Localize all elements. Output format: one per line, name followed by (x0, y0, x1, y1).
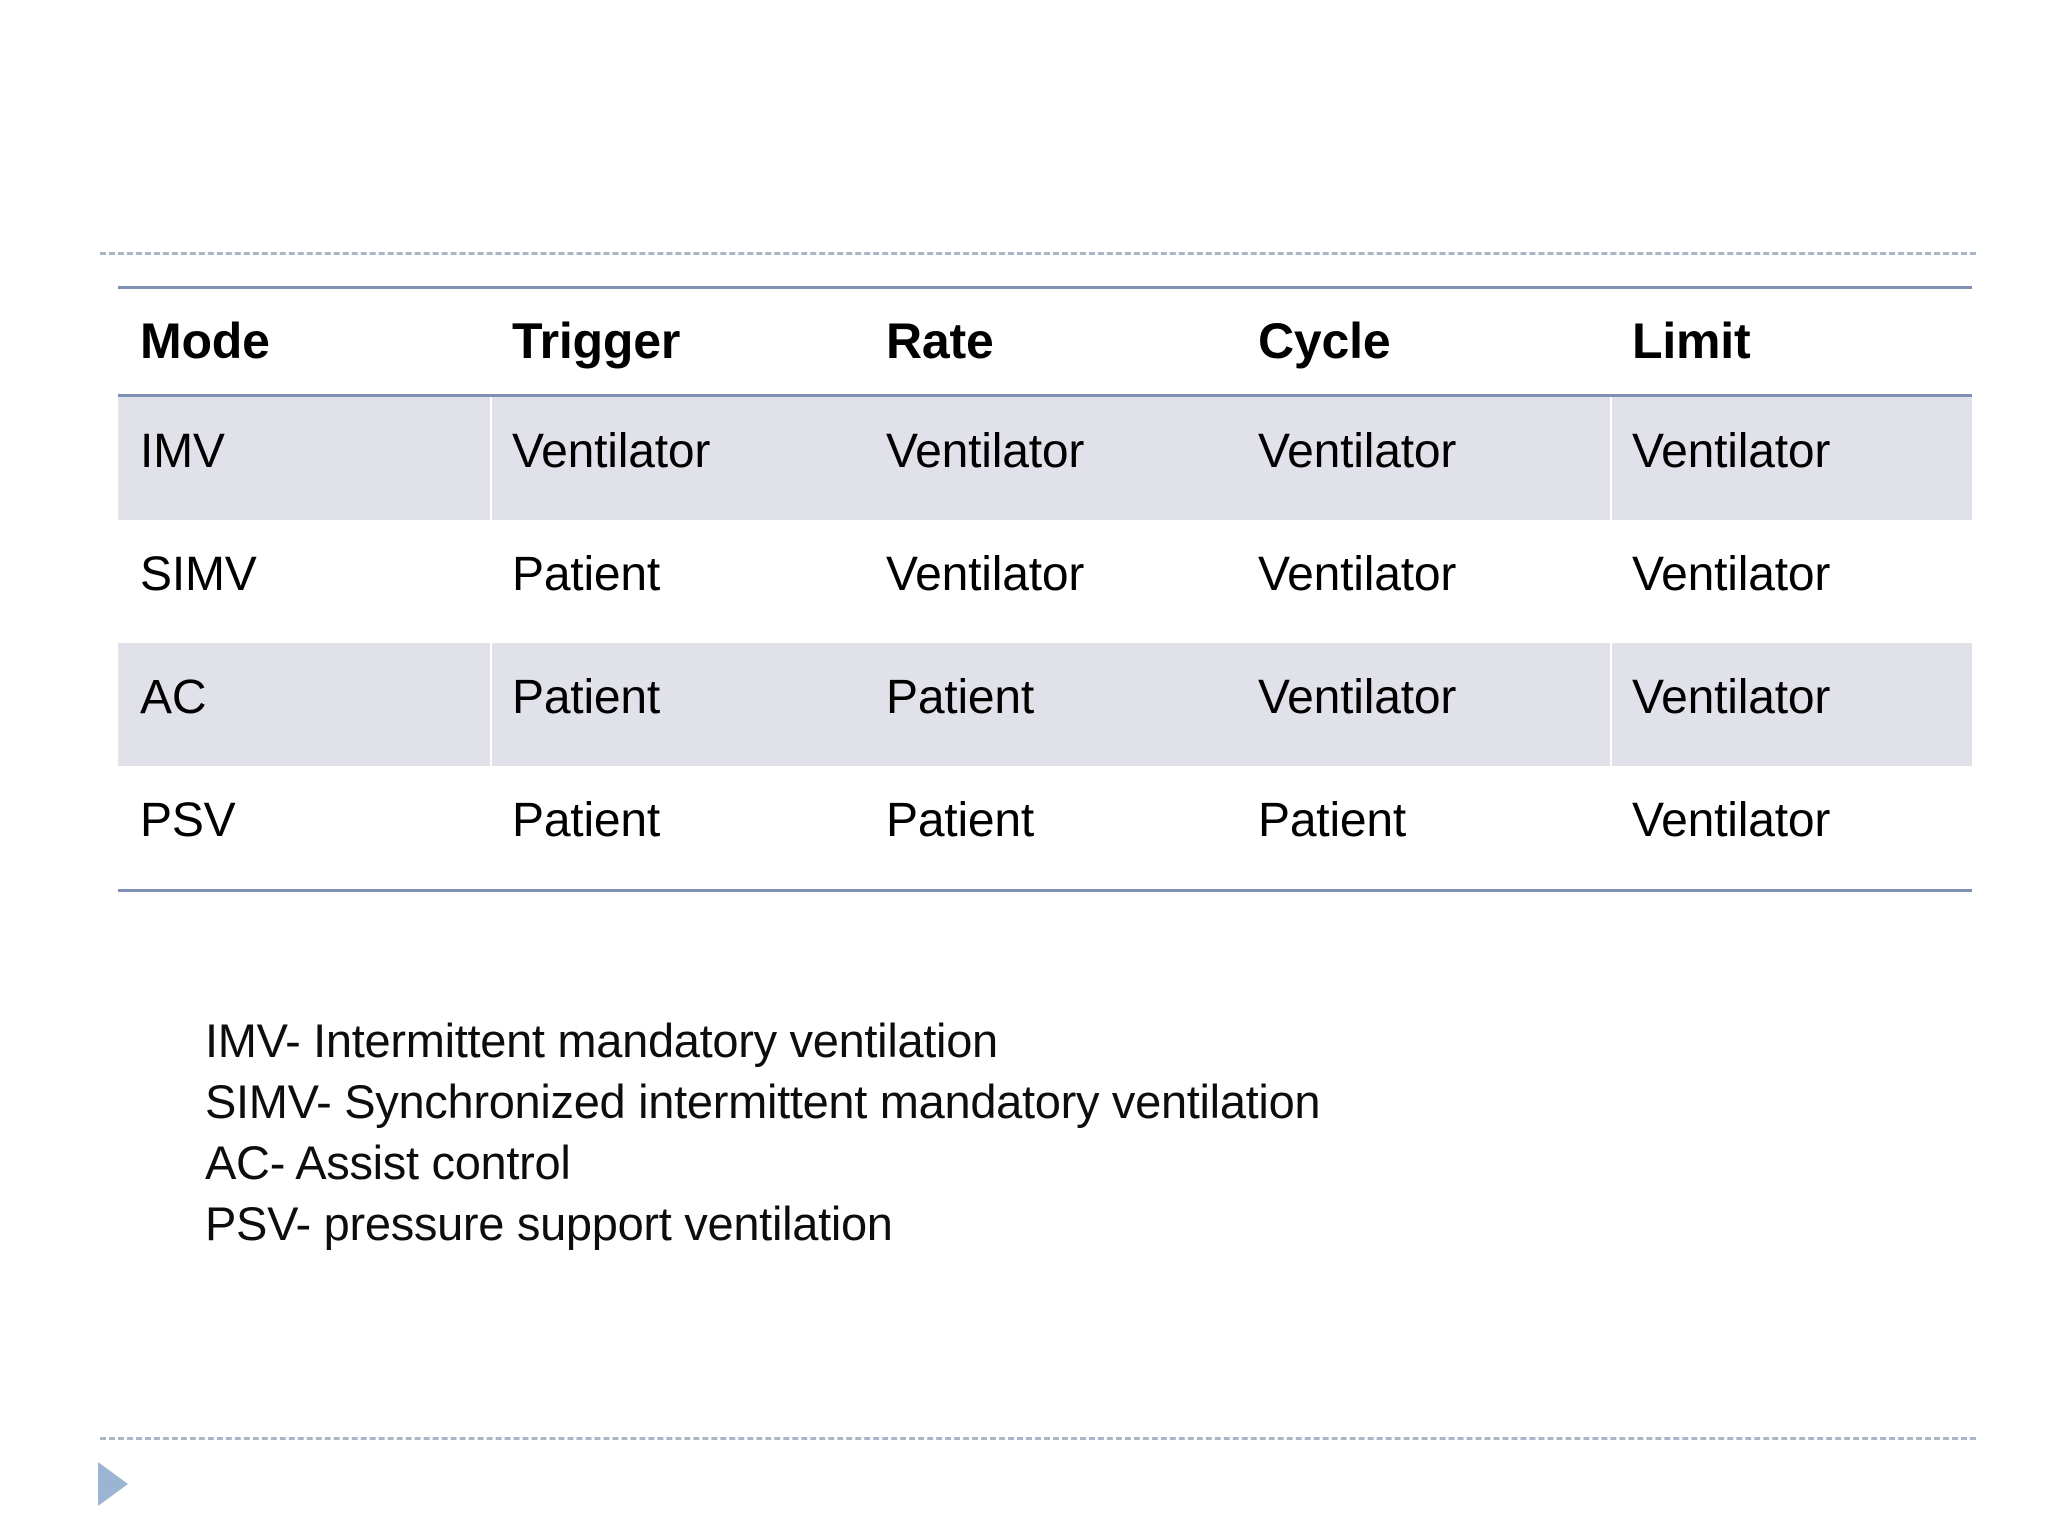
legend-line-simv: SIMV- Synchronized intermittent mandator… (205, 1075, 1321, 1128)
cell-rate: Ventilator (864, 395, 1236, 520)
table-header: Mode Trigger Rate Cycle Limit (118, 287, 1972, 396)
cell-rate: Ventilator (864, 520, 1236, 643)
ventilation-modes-table: Mode Trigger Rate Cycle Limit IMV Ventil… (118, 286, 1972, 892)
cell-rate: Patient (864, 766, 1236, 891)
table-body: IMV Ventilator Ventilator Ventilator Ven… (118, 395, 1972, 891)
cell-rate: Patient (864, 643, 1236, 766)
table-row: AC Patient Patient Ventilator Ventilator (118, 643, 1972, 766)
abbreviation-legend: IMV- Intermittent mandatory ventilation … (205, 1010, 1321, 1254)
legend-line-imv: IMV- Intermittent mandatory ventilation (205, 1014, 998, 1067)
cell-cycle: Ventilator (1236, 643, 1610, 766)
table-header-row: Mode Trigger Rate Cycle Limit (118, 287, 1972, 396)
top-dashed-divider (100, 252, 1976, 255)
cell-trigger: Patient (490, 643, 864, 766)
column-header-rate: Rate (886, 313, 994, 369)
cell-mode: PSV (118, 766, 490, 891)
column-header-cycle: Cycle (1258, 313, 1391, 369)
column-header-mode: Mode (140, 313, 270, 369)
cell-trigger: Ventilator (490, 395, 864, 520)
cell-limit: Ventilator (1610, 766, 1972, 891)
cell-mode: SIMV (118, 520, 490, 643)
legend-line-ac: AC- Assist control (205, 1136, 571, 1189)
column-header-limit: Limit (1632, 313, 1751, 369)
cell-limit: Ventilator (1610, 643, 1972, 766)
cell-cycle: Patient (1236, 766, 1610, 891)
ventilation-modes-table-container: Mode Trigger Rate Cycle Limit IMV Ventil… (118, 286, 1972, 892)
cell-trigger: Patient (490, 766, 864, 891)
table-row: IMV Ventilator Ventilator Ventilator Ven… (118, 395, 1972, 520)
table-row: PSV Patient Patient Patient Ventilator (118, 766, 1972, 891)
table-row: SIMV Patient Ventilator Ventilator Venti… (118, 520, 1972, 643)
cell-mode: AC (118, 643, 490, 766)
cell-cycle: Ventilator (1236, 395, 1610, 520)
legend-line-psv: PSV- pressure support ventilation (205, 1197, 893, 1250)
cell-cycle: Ventilator (1236, 520, 1610, 643)
column-header-trigger: Trigger (512, 313, 681, 369)
play-triangle-icon (98, 1462, 128, 1506)
cell-trigger: Patient (490, 520, 864, 643)
cell-limit: Ventilator (1610, 395, 1972, 520)
cell-mode: IMV (118, 395, 490, 520)
bottom-dashed-divider (100, 1437, 1976, 1440)
cell-limit: Ventilator (1610, 520, 1972, 643)
